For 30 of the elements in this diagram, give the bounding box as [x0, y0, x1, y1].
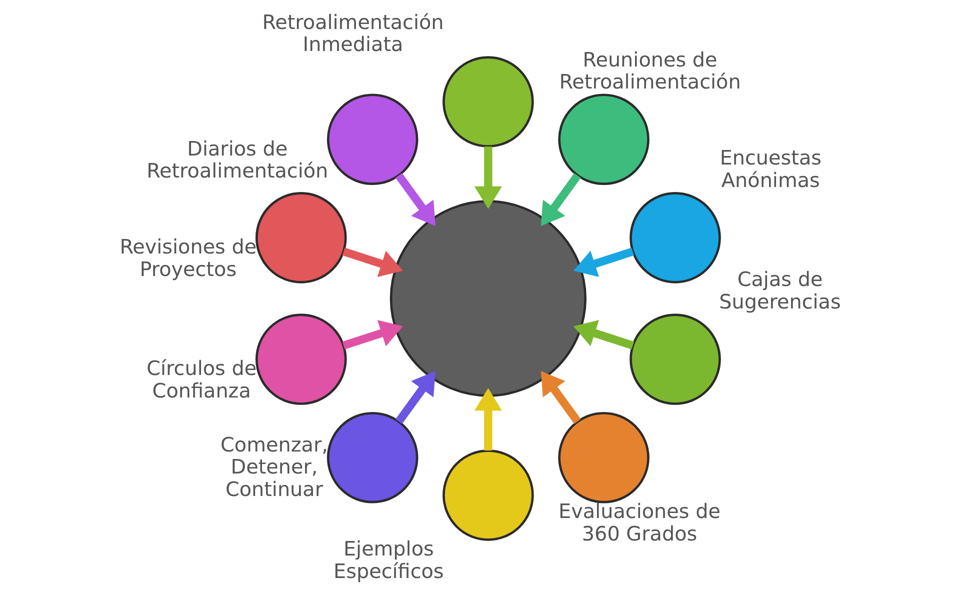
node-label: Ejemplos Específicos: [334, 538, 444, 583]
arrow: [396, 173, 436, 226]
node-label: Revisiones de Proyectos: [120, 236, 257, 281]
node-label: Reuniones de Retroalimentación: [559, 48, 741, 94]
arrow: [540, 370, 581, 424]
node-circle: [630, 192, 721, 284]
node-label: Diarios de Retroalimentación: [146, 137, 328, 183]
arrow: [474, 146, 502, 209]
node-circle: [442, 450, 534, 541]
arrow: [342, 248, 403, 277]
node-label: Cajas de Sugerencias: [719, 268, 841, 314]
arrow: [540, 173, 581, 226]
arrow: [474, 388, 502, 451]
node-label: Encuestas Anónimas: [720, 146, 822, 192]
arrow: [396, 370, 436, 424]
arrow: [573, 320, 634, 350]
arrow: [342, 320, 403, 350]
node-circle: [558, 94, 650, 186]
node-label: Círculos de Confianza: [146, 357, 257, 402]
node-label: Evaluaciones de 360 Grados: [558, 500, 720, 546]
node-circle: [442, 56, 534, 148]
node-label: Comenzar, Detener, Continuar: [220, 433, 328, 501]
node-circle: [326, 94, 418, 186]
node-label: Retroalimentación Inmediata: [262, 10, 444, 56]
node-circle: [255, 192, 347, 284]
node-circle: [558, 412, 650, 504]
node-circle: [255, 314, 347, 405]
node-circle: [326, 412, 418, 504]
arrow: [573, 248, 634, 277]
node-circle: [630, 314, 721, 405]
